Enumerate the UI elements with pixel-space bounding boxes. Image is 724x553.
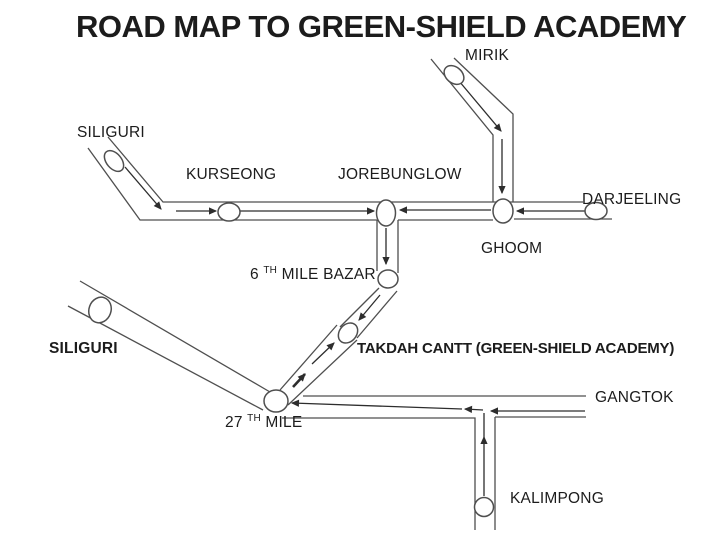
- label-kalimpong: KALIMPONG: [510, 490, 604, 507]
- junction-takdah-cantt: [337, 322, 359, 344]
- arrow-27mile-to-takdah-2: [311, 342, 335, 365]
- road-gangtok-bottom-edge-left: [282, 417, 476, 530]
- arrow-6thmile-to-takdah: [358, 294, 381, 321]
- label-6th-mile-bazar: 6 TH MILE BAZAR: [250, 260, 376, 283]
- junction-kurseong: [217, 202, 241, 222]
- junction-mirik: [443, 64, 465, 86]
- label-siliguri-bottom: SILIGURI: [49, 340, 118, 357]
- junctions: [87, 64, 608, 518]
- road-mirik-right-edge: [453, 57, 514, 202]
- label-jorebunglow: JOREBUNGLOW: [338, 166, 462, 183]
- junction-darjeeling: [584, 201, 608, 221]
- road-takdah-27mile-right-edge: [287, 339, 358, 406]
- junction-kalimpong: [473, 496, 495, 518]
- label-27th-mile: 27 TH MILE: [225, 408, 302, 431]
- label-ghoom: GHOOM: [481, 240, 542, 257]
- arrow-junction-to-27mile: [290, 399, 463, 410]
- page-title: ROAD MAP TO GREEN-SHIELD ACADEMY: [76, 9, 687, 44]
- junction-siliguri-bottom: [87, 296, 113, 324]
- label-siliguri-top: SILIGURI: [77, 124, 145, 141]
- arrow-junction-merge-left: [463, 405, 484, 413]
- label-mirik: MIRIK: [465, 47, 510, 64]
- label-gangtok: GANGTOK: [595, 389, 674, 406]
- road-siliguri2-top-edge: [79, 280, 271, 393]
- label-kurseong: KURSEONG: [186, 166, 276, 183]
- road-6thmile-takdah-right-edge: [356, 290, 398, 339]
- junction-jorebunglow: [375, 199, 397, 227]
- labels: ROAD MAP TO GREEN-SHIELD ACADEMY MIRIK S…: [49, 9, 688, 507]
- road-6thmile-takdah-left-edge: [339, 287, 380, 328]
- junction-ghoom: [492, 198, 514, 224]
- roads: [67, 57, 612, 530]
- junction-27th-mile: [263, 389, 289, 413]
- road-mirik-left-edge: [430, 58, 494, 202]
- road-siliguri-main-bottom-edge: [87, 147, 377, 221]
- arrow-siliguri-to-kurseong-road: [124, 166, 162, 210]
- arrow-mirik-diagonal: [458, 80, 502, 132]
- arrow-27mile-to-takdah-1: [292, 373, 306, 388]
- route-arrows: [124, 80, 585, 496]
- label-takdah-cantt: TAKDAH CANTT (GREEN-SHIELD ACADEMY): [357, 340, 674, 357]
- junction-6th-mile-bazar: [377, 269, 399, 289]
- road-takdah-27mile-left-edge: [279, 324, 338, 391]
- road-siliguri-main-top-edge: [107, 136, 583, 203]
- label-darjeeling: DARJEELING: [582, 191, 681, 208]
- junction-siliguri-top: [103, 149, 125, 173]
